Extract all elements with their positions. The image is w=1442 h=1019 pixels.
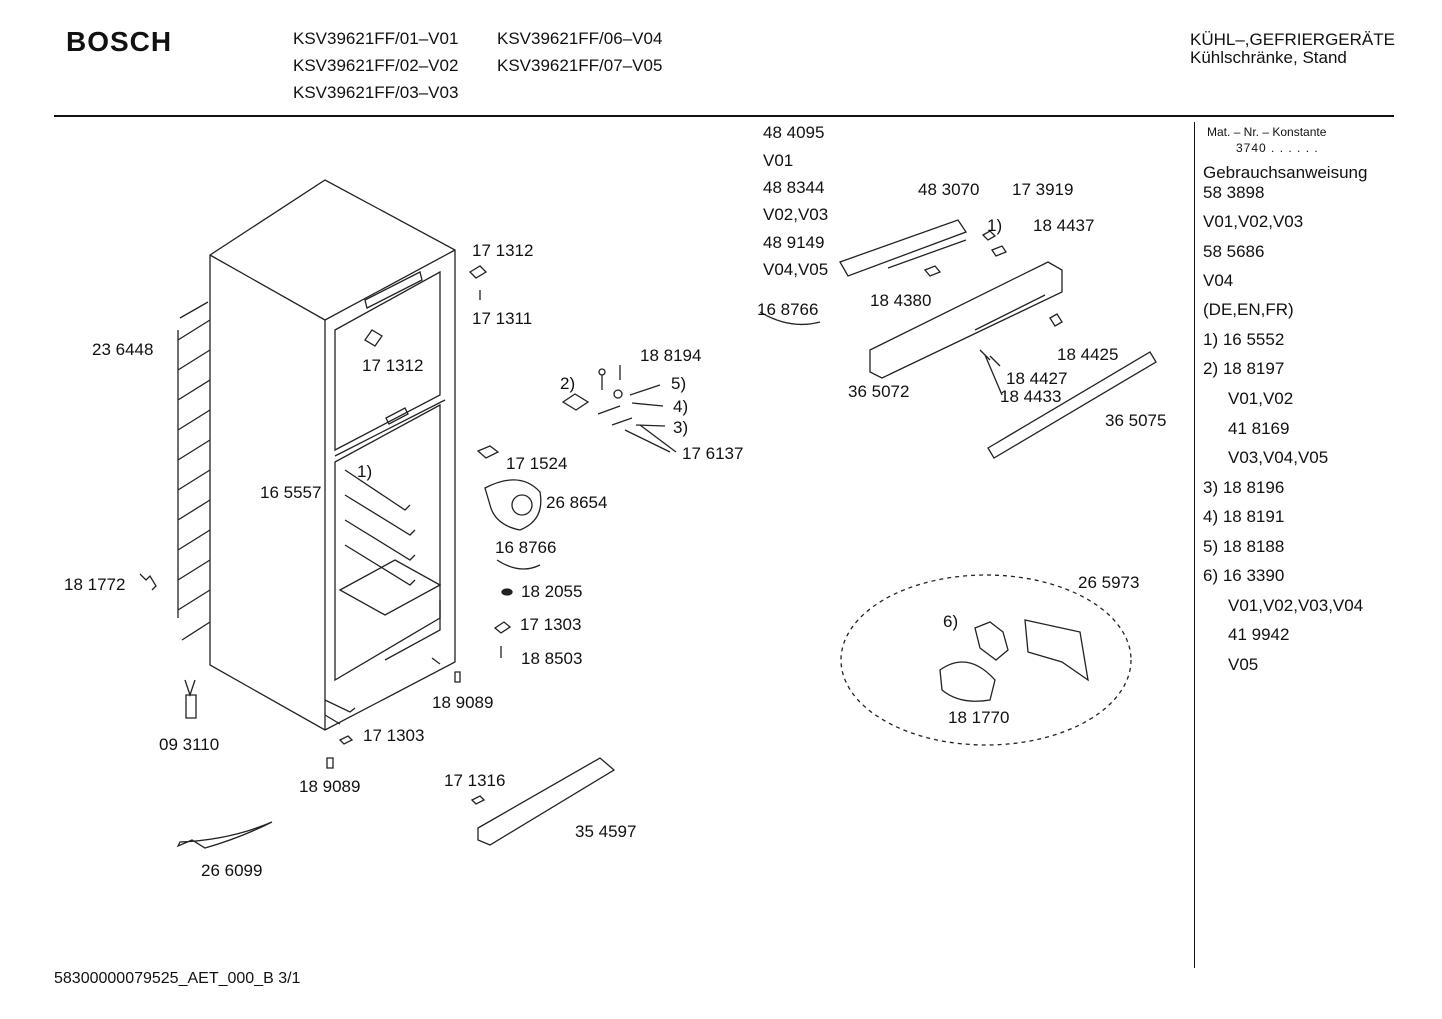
sidebar-item: 41 8169 [1228,419,1290,438]
sidebar-item: 3) 18 8196 [1203,478,1285,497]
part-label: 17 1312 [362,356,424,375]
category-title: KÜHL–,GEFRIERGERÄTE [1190,30,1395,49]
variant-code: 48 8344 [763,178,825,197]
part-label: 17 1303 [520,615,582,634]
mat-number-header: Mat. – Nr. – Konstante [1207,125,1327,139]
sidebar-item: 41 9942 [1228,625,1290,644]
lamp-assembly-outline [840,574,1132,746]
model-number: KSV39621FF/06–V04 [497,29,663,48]
sidebar-item: V04 [1203,271,1234,290]
part-label: 16 8766 [495,538,557,557]
part-label: 18 1772 [64,575,126,594]
part-label: 36 5075 [1105,411,1167,430]
control-panel-housing [869,261,1063,379]
part-label: 09 3110 [159,735,220,754]
category-subtitle: Kühlschränke, Stand [1190,48,1347,67]
part-label: 1) [357,462,373,481]
part-label: 18 8194 [640,346,702,365]
part-label: 2) [560,374,576,393]
part-label: 16 5557 [260,483,322,502]
part-label: 17 3919 [1012,180,1074,199]
model-number: KSV39621FF/07–V05 [497,56,663,75]
header-divider [54,115,1394,117]
sidebar-item: V05 [1228,655,1259,674]
sidebar-item: V01,V02 [1228,389,1294,408]
control-panel-strip [839,219,967,277]
display-strip [987,351,1157,459]
part-label: 18 4427 [1006,369,1068,388]
sidebar-item: 6) 16 3390 [1203,566,1285,585]
part-label: 18 4437 [1033,216,1095,235]
sidebar-divider [1194,122,1195,968]
mat-number-value: 3740 . . . . . . [1236,141,1319,155]
sidebar-item: Gebrauchsanweisung [1203,163,1368,182]
variant-code: V02,V03 [763,205,829,224]
sidebar-item: 58 5686 [1203,242,1265,261]
variant-code: 48 4095 [763,123,825,142]
part-label: 17 1311 [472,309,533,328]
sidebar-item: 1) 16 5552 [1203,330,1285,349]
brand-logo: BOSCH [66,26,173,57]
part-label: 23 6448 [92,340,154,359]
part-label: 36 5072 [848,382,910,401]
part-label: 16 8766 [757,300,819,319]
part-label: 6) [943,612,959,631]
part-label: 18 4380 [870,291,932,310]
model-number: KSV39621FF/02–V02 [293,56,459,75]
part-label: 18 8503 [521,649,583,668]
model-number: KSV39621FF/03–V03 [293,83,459,102]
sidebar-item: 2) 18 8197 [1203,359,1285,378]
sidebar-item: 5) 18 8188 [1203,537,1285,556]
part-label: 4) [673,397,689,416]
power-cord [176,821,273,849]
part-label: 18 9089 [299,777,361,796]
part-label: 17 1524 [506,454,568,473]
part-label: 18 4425 [1057,345,1119,364]
part-label: 26 5973 [1078,573,1140,592]
sidebar-item: V03,V04,V05 [1228,448,1329,467]
sidebar-item: V01,V02,V03 [1203,212,1304,231]
sidebar-item: (DE,EN,FR) [1203,300,1294,319]
sidebar-item: 4) 18 8191 [1203,507,1285,526]
part-label: 18 2055 [521,582,583,601]
model-number: KSV39621FF/01–V01 [293,29,459,48]
variant-code: 48 9149 [763,233,825,252]
condenser-coil [177,301,211,641]
variant-code: V01 [763,151,794,170]
refrigerator-cabinet [209,179,456,731]
sidebar-item: 58 3898 [1203,183,1265,202]
part-label: 17 1316 [444,771,506,790]
part-label: 26 8654 [546,493,608,512]
part-label: 17 1312 [472,241,534,260]
variant-code: V04,V05 [763,260,829,279]
part-label: 26 6099 [201,861,263,880]
kick-plate [477,757,616,846]
part-label: 18 9089 [432,693,494,712]
part-label: 1) [987,216,1003,235]
sidebar-item: V01,V02,V03,V04 [1228,596,1364,615]
part-label: 17 6137 [682,444,744,463]
part-label: 48 3070 [918,180,980,199]
part-label: 18 1770 [948,708,1010,727]
part-label: 17 1303 [363,726,425,745]
document-footer: 58300000079525_AET_000_B 3/1 [54,970,301,987]
part-label: 18 4433 [1000,387,1062,406]
fan-housing [484,479,542,531]
part-label: 5) [671,374,687,393]
part-label: 3) [673,418,689,437]
part-label: 35 4597 [575,822,637,841]
